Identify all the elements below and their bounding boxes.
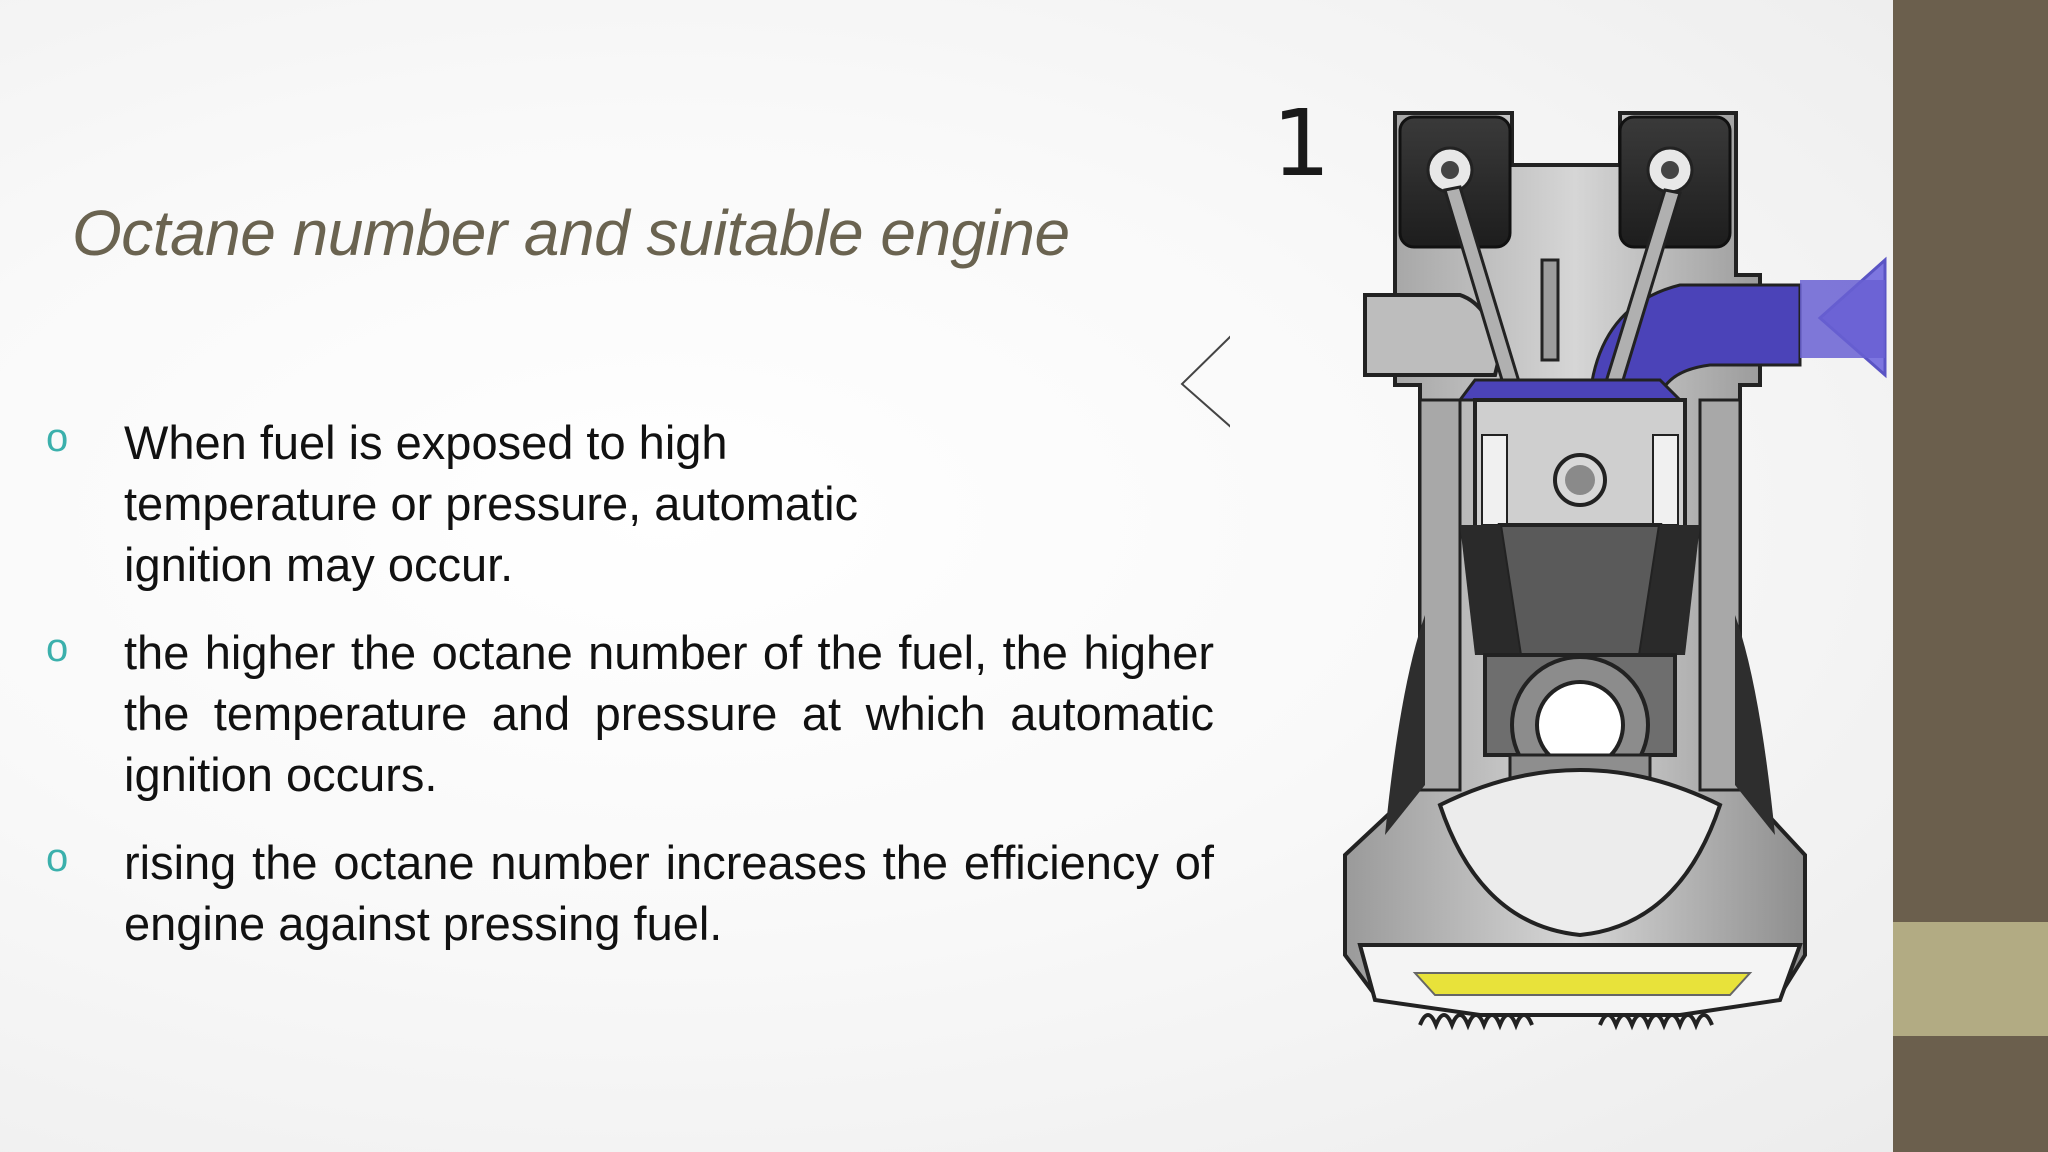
oil-sump bbox=[1357, 943, 1803, 1031]
connecting-rod bbox=[1460, 523, 1700, 802]
bullet-text: When fuel is exposed to high temperature… bbox=[124, 416, 859, 591]
side-decoration-accent bbox=[1893, 922, 2048, 1036]
slide-title: Octane number and suitable engine bbox=[72, 197, 1070, 269]
hollow-circle-bullet-icon: o bbox=[46, 416, 69, 460]
bullet-text: the higher the octane number of the fuel… bbox=[124, 626, 1214, 801]
bullet-text: rising the octane number increases the e… bbox=[124, 836, 1214, 950]
bullet-list: o When fuel is exposed to high temperatu… bbox=[0, 412, 1215, 981]
hollow-circle-bullet-icon: o bbox=[46, 836, 69, 880]
crank-counterweight bbox=[1437, 768, 1723, 938]
bullet-item: o When fuel is exposed to high temperatu… bbox=[0, 412, 1215, 595]
piston bbox=[1473, 398, 1687, 532]
bullet-item: o rising the octane number increases the… bbox=[0, 832, 1215, 954]
hollow-circle-bullet-icon: o bbox=[46, 626, 69, 670]
engine-cross-section-diagram: 1 bbox=[1272, 95, 1887, 1031]
bullet-item: o the higher the octane number of the fu… bbox=[0, 622, 1215, 805]
stroke-number: 1 bbox=[1272, 95, 1331, 197]
divider-line bbox=[1180, 335, 1230, 428]
combustion-chamber bbox=[1457, 378, 1684, 402]
